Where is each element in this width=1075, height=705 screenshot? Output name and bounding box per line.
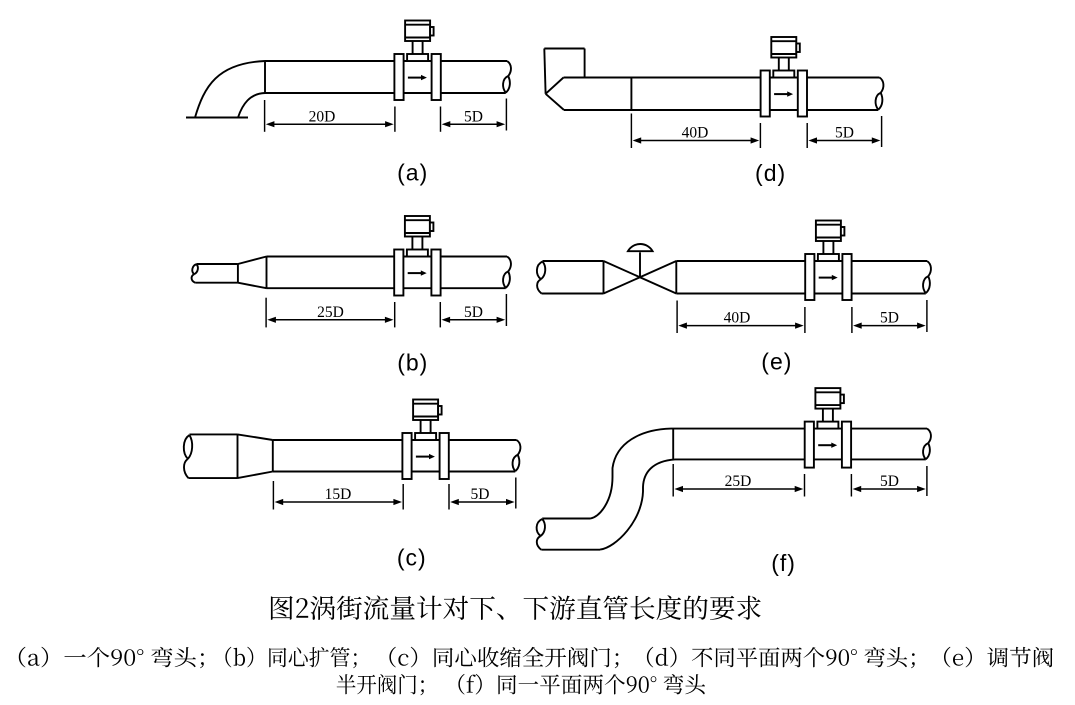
svg-text:25D: 25D: [725, 473, 752, 490]
svg-text:(a): (a): [397, 160, 428, 186]
svg-text:25D: 25D: [317, 304, 344, 321]
svg-text:(c): (c): [397, 545, 427, 571]
svg-text:20D: 20D: [309, 108, 336, 125]
svg-text:5D: 5D: [880, 473, 899, 490]
svg-text:40D: 40D: [682, 125, 709, 142]
svg-text:5D: 5D: [464, 304, 483, 321]
svg-text:5D: 5D: [471, 486, 490, 503]
svg-text:(b): (b): [397, 350, 428, 376]
svg-text:40D: 40D: [724, 310, 751, 327]
svg-text:5D: 5D: [880, 310, 899, 327]
svg-text:15D: 15D: [325, 486, 352, 503]
svg-text:(f): (f): [771, 550, 796, 576]
svg-text:5D: 5D: [464, 108, 483, 125]
svg-text:(e): (e): [761, 348, 792, 374]
svg-text:5D: 5D: [835, 125, 854, 142]
svg-text:(d): (d): [755, 160, 786, 186]
